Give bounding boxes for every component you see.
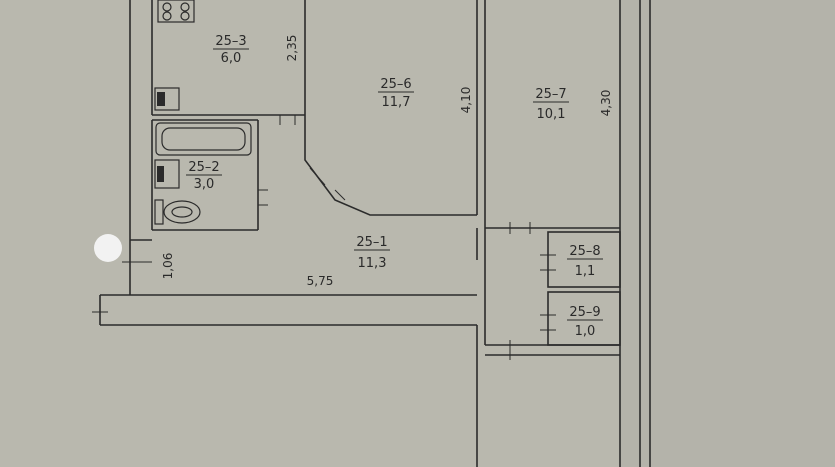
- dimension-kitchen-side: 2,35: [285, 35, 299, 62]
- room-25-8: 25–8 1,1: [567, 244, 603, 279]
- room-area: 3,0: [194, 177, 215, 192]
- stove-icon: [157, 0, 195, 23]
- room-id: 25–8: [569, 244, 600, 259]
- dimension-corridor-length: 5,75: [307, 274, 334, 288]
- room-25-9: 25–9 1,0: [567, 305, 603, 339]
- room-area: 11,3: [358, 256, 387, 271]
- kitchen-sink-icon: [154, 87, 180, 111]
- room-area: 6,0: [221, 51, 242, 66]
- dimension-room7-side: 4,30: [599, 90, 613, 117]
- room-id: 25–6: [380, 77, 411, 92]
- interior-walls: [130, 0, 621, 360]
- bathtub-icon: [155, 122, 252, 156]
- room-id: 25–2: [188, 160, 219, 175]
- corridor-mark: [94, 234, 152, 263]
- room-id: 25–1: [356, 235, 387, 250]
- room-id: 25–7: [535, 87, 566, 102]
- bath-sink-icon: [154, 159, 180, 189]
- room-25-2: 25–2 3,0: [186, 160, 222, 192]
- room-area: 11,7: [382, 95, 411, 110]
- toilet-icon: [154, 199, 201, 225]
- room-id: 25–3: [215, 34, 246, 49]
- room-id: 25–9: [569, 305, 600, 320]
- room-area: 10,1: [537, 107, 566, 122]
- dimension-room6-side: 4,10: [459, 87, 473, 114]
- room-25-7: 25–7 10,1: [533, 87, 569, 122]
- dimension-corridor-height: 1,06: [161, 253, 175, 280]
- room-25-3: 25–3 6,0: [213, 34, 249, 66]
- room-area: 1,1: [575, 264, 596, 279]
- room-25-1: 25–1 11,3: [354, 235, 390, 271]
- room-25-6: 25–6 11,7: [378, 77, 414, 110]
- room-area: 1,0: [575, 324, 596, 339]
